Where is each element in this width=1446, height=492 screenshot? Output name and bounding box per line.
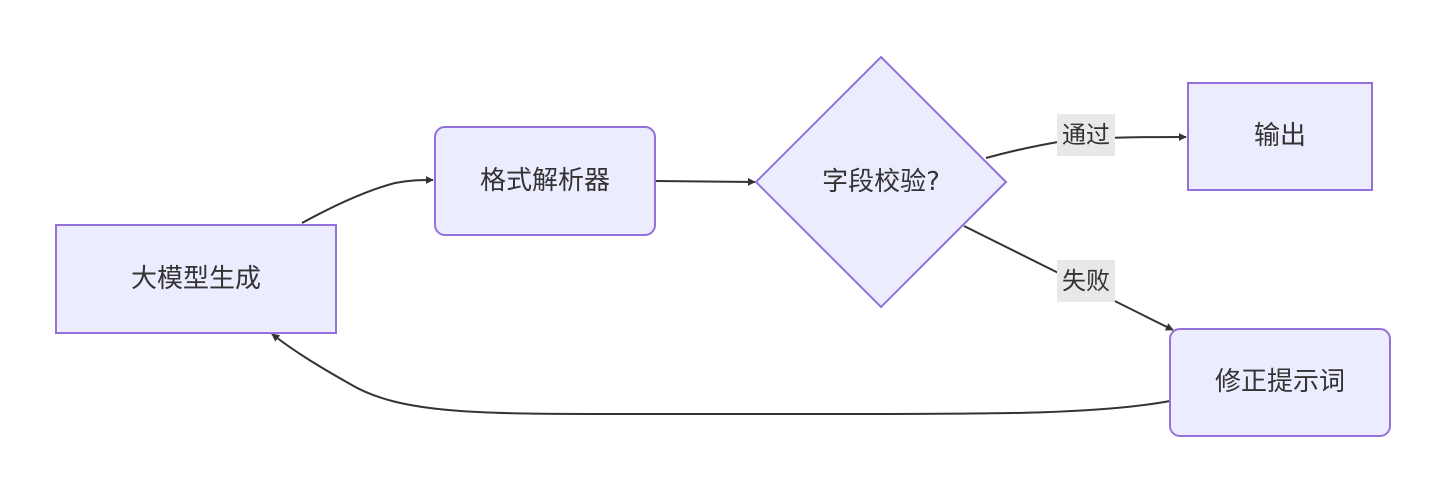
edge-label-fail: 失败 <box>1057 260 1115 302</box>
edge-parser-to-validate <box>655 177 756 186</box>
node-field-validation: 字段校验? <box>754 55 1008 309</box>
edge-label-fail-text: 失败 <box>1062 267 1110 295</box>
node-format-parser: 格式解析器 <box>434 126 656 236</box>
node-field-validation-label: 字段校验? <box>822 167 940 197</box>
edge-llm-to-parser <box>301 176 434 224</box>
node-fix-prompt: 修正提示词 <box>1169 328 1391 437</box>
edge-label-pass: 通过 <box>1057 114 1115 156</box>
node-output: 输出 <box>1187 82 1373 191</box>
node-llm-generate: 大模型生成 <box>55 224 337 334</box>
node-llm-generate-label: 大模型生成 <box>131 264 261 294</box>
edge-fix-to-llm <box>271 333 1171 415</box>
edge-label-pass-text: 通过 <box>1062 121 1110 149</box>
node-format-parser-label: 格式解析器 <box>480 166 610 196</box>
node-output-label: 输出 <box>1254 121 1306 151</box>
node-fix-prompt-label: 修正提示词 <box>1215 367 1345 397</box>
